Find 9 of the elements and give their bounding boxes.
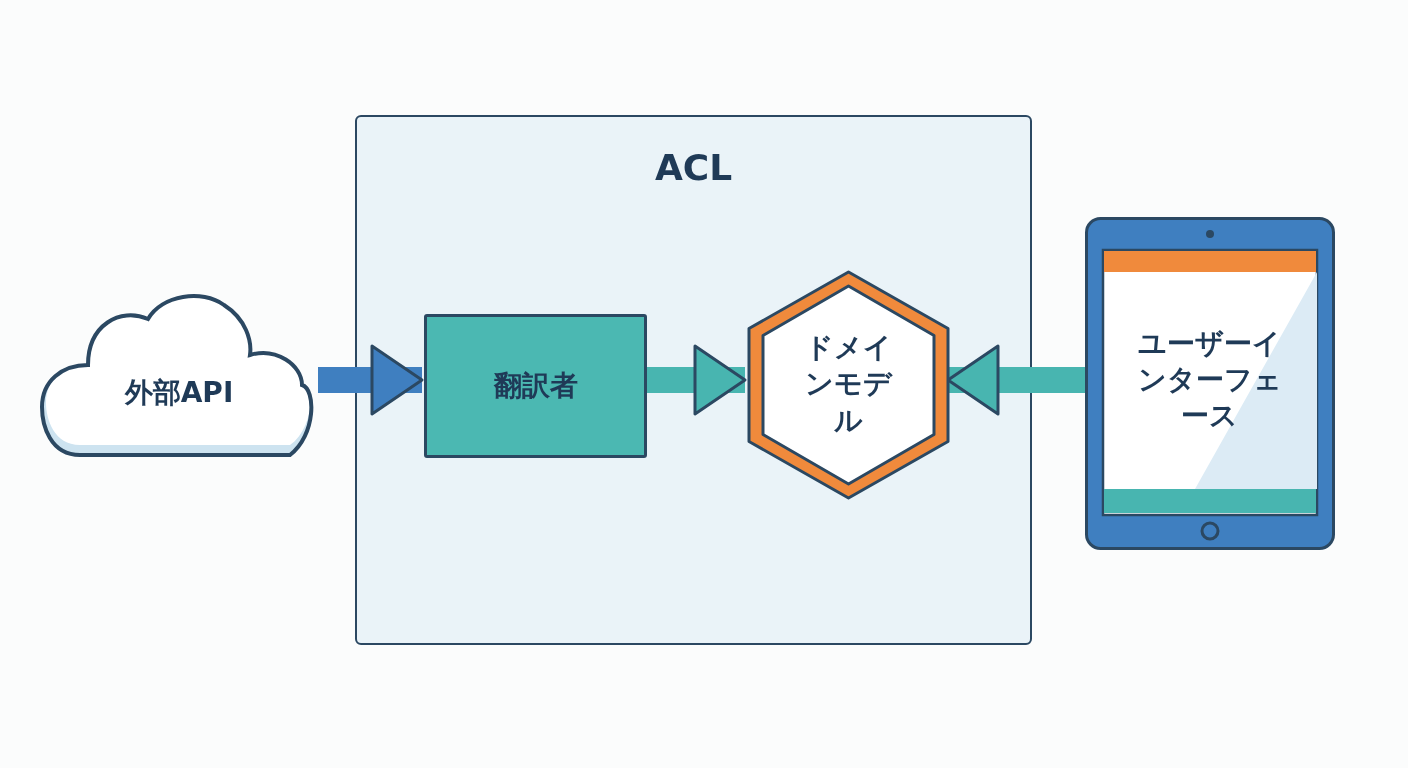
boundary-title: ACL — [653, 147, 734, 188]
node-label: ユーザーインターフェース — [1137, 325, 1283, 435]
node-label: 外部API — [123, 374, 235, 411]
process-box — [424, 314, 647, 458]
block-arrow — [645, 344, 747, 416]
node-label: ドメインモデル — [804, 330, 894, 440]
boundary-box — [355, 115, 1032, 645]
block-arrow — [318, 344, 424, 416]
node-label: 翻訳者 — [492, 367, 579, 404]
